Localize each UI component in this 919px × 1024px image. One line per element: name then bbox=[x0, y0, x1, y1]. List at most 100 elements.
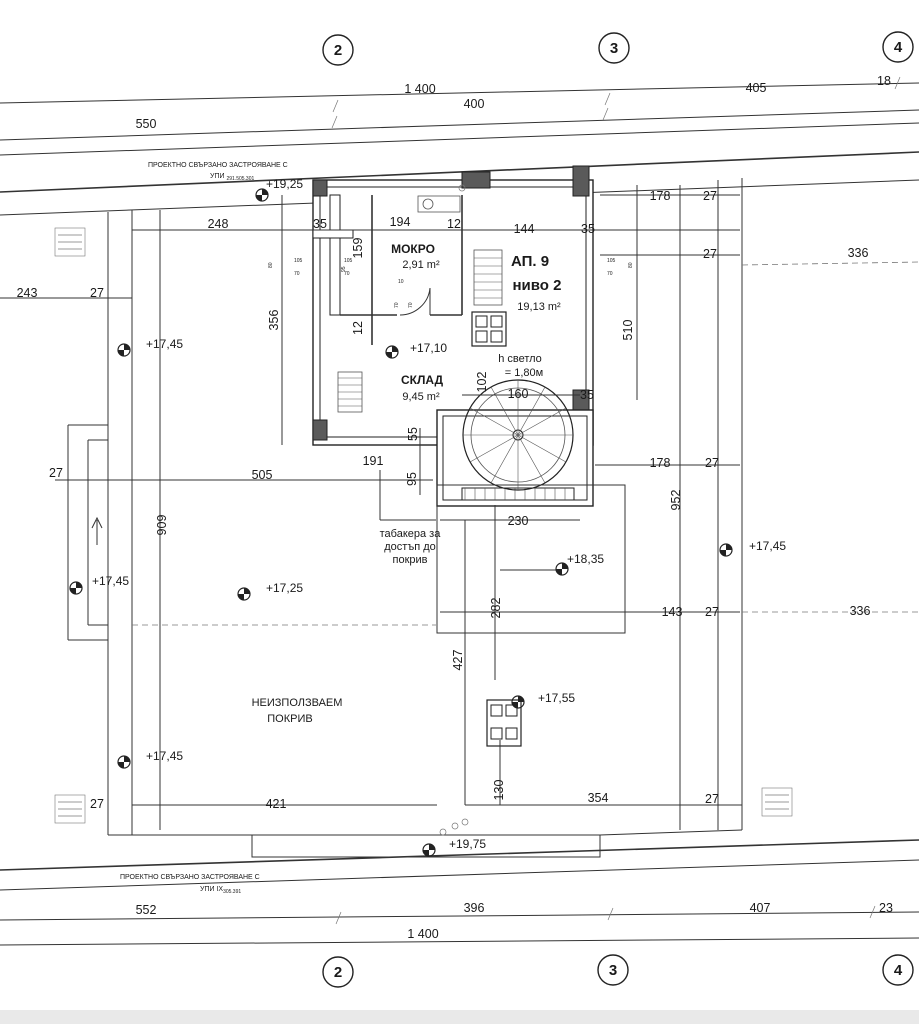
dim-130: 130 bbox=[492, 780, 506, 801]
dim-27-e: 27 bbox=[705, 456, 719, 470]
clear-height-line1: h светло bbox=[498, 353, 542, 365]
dim-194: 194 bbox=[390, 215, 411, 229]
tiny-dim-70-c: 70 bbox=[344, 271, 350, 277]
tiny-dim-105-b: 105 bbox=[607, 258, 616, 264]
decor-circles bbox=[439, 184, 469, 836]
interior-dimension-lines bbox=[0, 185, 742, 830]
tiny-dim-70-d: 70 bbox=[394, 302, 400, 308]
dim-27-h: 27 bbox=[705, 792, 719, 806]
grid-axis-4-top: 4 bbox=[894, 39, 903, 56]
roof-hatch-label-line1: табакера за bbox=[380, 528, 442, 540]
dim-354: 354 bbox=[588, 791, 609, 805]
dim-95: 95 bbox=[405, 472, 419, 486]
apartment-area: 19,13 m² bbox=[517, 301, 561, 313]
small-stamps bbox=[54, 227, 793, 824]
unused-roof-label-line2: ПОКРИВ bbox=[267, 713, 312, 725]
apartment-walls bbox=[312, 165, 594, 507]
dim-bottom-left: 552 bbox=[136, 903, 157, 917]
grid-axis-4-bottom: 4 bbox=[894, 962, 903, 979]
clear-height-line2: = 1,80м bbox=[505, 367, 543, 379]
dim-27-c: 27 bbox=[90, 286, 104, 300]
boundary-note-top-line1: ПРОЕКТНО СВЪРЗАНО ЗАСТРОЯВАНЕ С bbox=[148, 162, 288, 169]
level-mark-5: +17,45 bbox=[749, 539, 786, 553]
dim-27-f: 27 bbox=[705, 605, 719, 619]
bottom-dimension-lines bbox=[0, 905, 919, 946]
grid-axis-3-top: 3 bbox=[610, 40, 618, 57]
level-mark-1: +19,25 bbox=[266, 177, 303, 191]
apartment-name: АП. 9 bbox=[511, 253, 549, 270]
dim-27-d: 27 bbox=[49, 466, 63, 480]
level-mark-2: +17,45 bbox=[146, 337, 183, 351]
dim-230: 230 bbox=[508, 514, 529, 528]
dim-top-left: 550 bbox=[136, 117, 157, 131]
tiny-dimension-labels: 105 70 105 70 105 70 70 70 10 80 80 95 bbox=[268, 258, 634, 308]
dim-27-b: 27 bbox=[703, 247, 717, 261]
apartment-level: ниво 2 bbox=[513, 277, 562, 294]
dim-bottom-total: 1 400 bbox=[407, 927, 438, 941]
grid-axis-2-top: 2 bbox=[334, 42, 342, 59]
dim-160: 160 bbox=[508, 387, 529, 401]
boundary-note-bottom-line1: ПРОЕКТНО СВЪРЗАНО ЗАСТРОЯВАНЕ С bbox=[120, 874, 260, 881]
dim-top-total: 1 400 bbox=[404, 82, 435, 96]
dim-336-b: 336 bbox=[850, 604, 871, 618]
dim-909: 909 bbox=[155, 515, 169, 536]
dim-35-b: 35 bbox=[581, 222, 595, 236]
dim-159: 159 bbox=[351, 238, 365, 259]
dim-bottom-right-edge: 23 bbox=[879, 901, 893, 915]
level-mark-10: +19,75 bbox=[449, 837, 486, 851]
level-mark-3: +17,10 bbox=[410, 341, 447, 355]
dim-top-mid: 400 bbox=[464, 97, 485, 111]
storage-room-area: 9,45 m² bbox=[402, 391, 440, 403]
dim-336-a: 336 bbox=[848, 246, 869, 260]
tiny-dim-70-a: 70 bbox=[294, 271, 300, 277]
dim-143: 143 bbox=[662, 605, 683, 619]
staircase-left bbox=[337, 371, 363, 413]
dim-top-right-edge: 18 bbox=[877, 74, 891, 88]
dim-top-right: 405 bbox=[746, 81, 767, 95]
dim-bottom-right: 407 bbox=[750, 901, 771, 915]
level-mark-6: +17,45 bbox=[92, 574, 129, 588]
tiny-dim-95: 95 bbox=[341, 266, 347, 272]
tiny-dim-10: 10 bbox=[398, 279, 404, 285]
dim-12-b: 12 bbox=[351, 321, 365, 335]
tiny-dim-105-a: 105 bbox=[294, 258, 303, 264]
grid-axes-top: 2 3 4 bbox=[322, 31, 914, 66]
roof-hatch-label-line2: достъп до bbox=[384, 541, 436, 553]
level-mark-4: +18,35 bbox=[567, 552, 604, 566]
dim-35-c: 35 bbox=[580, 388, 594, 402]
dim-356: 356 bbox=[267, 310, 281, 331]
dim-35-a: 35 bbox=[313, 217, 327, 231]
grid-axis-3-bottom: 3 bbox=[609, 962, 617, 979]
level-mark-9: +17,45 bbox=[146, 749, 183, 763]
grid-axes-bottom: 2 3 4 bbox=[322, 954, 914, 988]
tiny-dim-80-b: 80 bbox=[628, 262, 634, 268]
dim-55: 55 bbox=[406, 427, 420, 441]
dim-282: 282 bbox=[489, 598, 503, 619]
tiny-dim-80-a: 80 bbox=[268, 262, 274, 268]
wet-room-name: МОКРО bbox=[391, 242, 435, 256]
dim-bottom-mid: 396 bbox=[464, 901, 485, 915]
level-mark-8: +17,55 bbox=[538, 691, 575, 705]
roof-hatch-label-line3: покрив bbox=[393, 554, 428, 566]
unused-roof-label-line1: НЕИЗПОЛЗВАЕМ bbox=[252, 697, 343, 709]
dim-27-g: 27 bbox=[90, 797, 104, 811]
staircase-upper bbox=[473, 249, 503, 306]
boundary-note-top-line2: УПИ 291.505.301 bbox=[210, 173, 254, 182]
grid-axis-2-bottom: 2 bbox=[334, 964, 342, 981]
dim-144: 144 bbox=[514, 222, 535, 236]
dim-178-b: 178 bbox=[650, 456, 671, 470]
tiny-dim-105-c: 105 bbox=[344, 258, 353, 264]
level-markers bbox=[69, 188, 733, 857]
dim-102: 102 bbox=[475, 372, 489, 393]
dim-12-a: 12 bbox=[447, 217, 461, 231]
level-mark-7: +17,25 bbox=[266, 581, 303, 595]
dim-421: 421 bbox=[266, 797, 287, 811]
dim-952: 952 bbox=[669, 490, 683, 511]
boundary-note-bottom-line2: УПИ IX305.391 bbox=[200, 886, 241, 895]
tiny-dim-70-e: 70 bbox=[408, 302, 414, 308]
dim-510: 510 bbox=[621, 320, 635, 341]
tiny-dim-70-b: 70 bbox=[607, 271, 613, 277]
plan-dimension-labels: 248 35 194 12 144 35 178 27 27 336 243 2… bbox=[17, 189, 871, 811]
dim-248: 248 bbox=[208, 217, 229, 231]
